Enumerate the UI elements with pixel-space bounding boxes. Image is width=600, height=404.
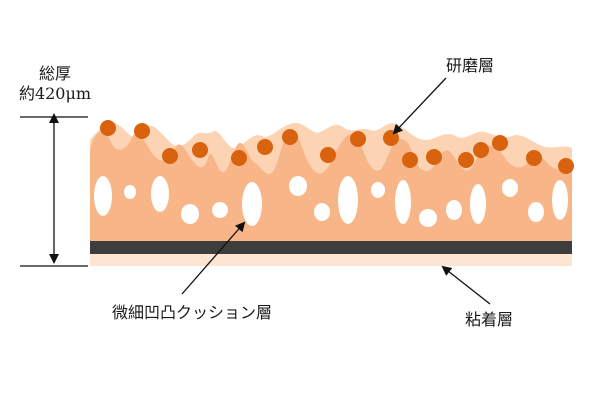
abrasive-grain [282,129,298,145]
pore [470,184,486,224]
adhesive-leader-arrow [441,265,491,305]
abrasive-layer-label: 研磨層 [446,56,495,75]
abrasive-leader-arrow [392,77,447,135]
abrasive-grain [383,130,399,146]
abrasive-grains [100,120,574,174]
abrasive-grain [134,123,150,139]
pore [181,204,199,224]
total-thickness-label: 総厚 約420μm [14,64,96,104]
abrasive-grain [458,152,474,168]
pore [419,209,437,227]
pore [371,182,385,198]
abrasive-grain [231,150,247,166]
abrasive-grain [162,148,178,164]
pore [314,203,330,221]
pore [528,202,544,222]
abrasive-grain [257,139,273,155]
total-thickness-title: 総厚 [38,64,71,83]
abrasive-grain [402,152,418,168]
abrasive-grain [426,149,442,165]
base-film [90,241,572,254]
abrasive-grain [526,150,542,166]
pore [446,200,462,220]
adhesive-layer-label: 粘着層 [465,310,514,329]
abrasive-grain [100,120,116,136]
pore [502,179,518,197]
pore [242,182,262,226]
pore [94,176,112,216]
cushion-pores [94,176,568,227]
pore [151,176,169,212]
abrasive-grain [350,131,366,147]
pore [395,180,411,224]
pore [212,202,228,218]
abrasive-grain [473,142,489,158]
abrasive-grain [192,142,208,158]
abrasive-grain [558,158,574,174]
pore [124,185,136,199]
cushion-leader-arrow [181,221,246,295]
cushion-layer-label: 微細凹凸クッション層 [112,303,273,322]
abrasive-grain [320,147,336,163]
abrasive-grain [492,135,508,151]
total-thickness-value: 約420μm [18,84,92,103]
adhesive-layer [90,254,572,266]
pore [552,180,568,220]
pore [289,176,307,196]
pore [338,176,358,224]
